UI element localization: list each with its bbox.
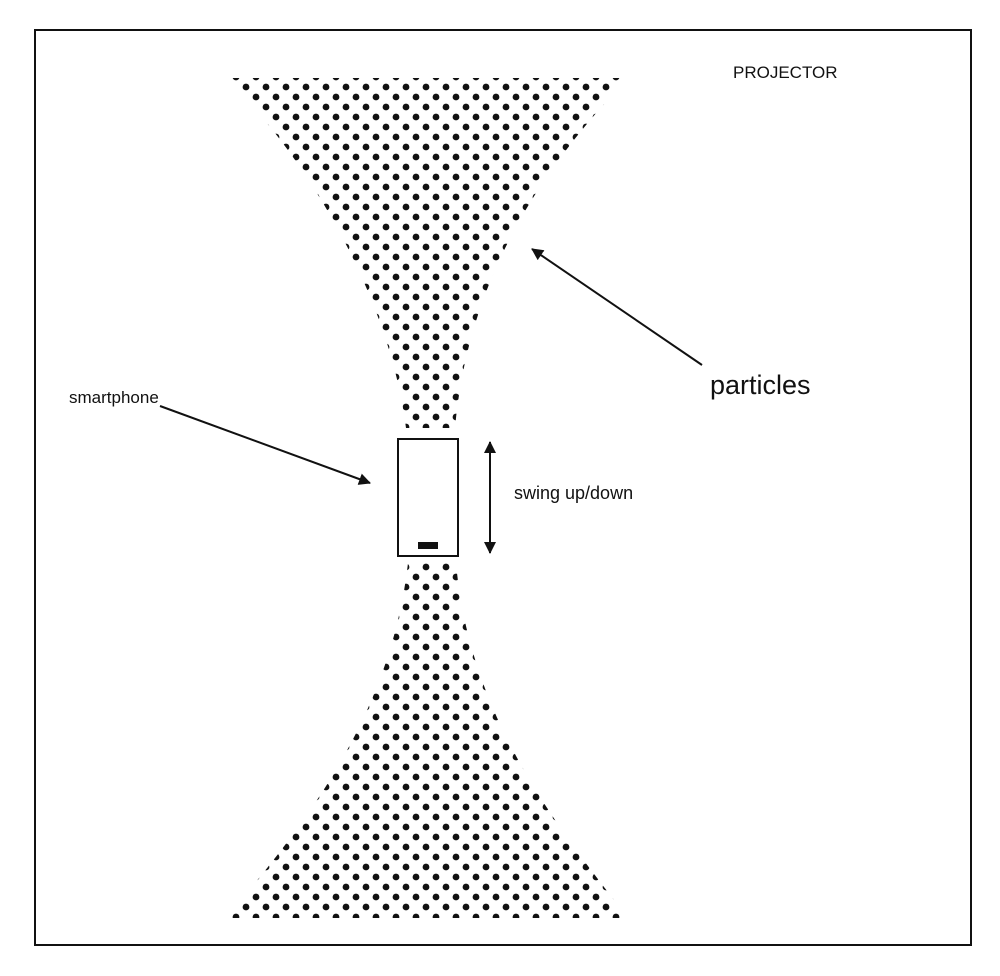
particle-beam-upper <box>226 78 628 428</box>
particles-label: particles <box>710 370 811 400</box>
diagram-frame <box>34 29 972 946</box>
smartphone <box>397 438 459 557</box>
swing-label: swing up/down <box>514 483 633 503</box>
particles-arrow <box>531 248 703 366</box>
projector-label: PROJECTOR <box>733 63 838 82</box>
smartphone-label: smartphone <box>69 388 159 407</box>
smartphone-arrow <box>159 405 371 485</box>
smartphone-home-button <box>418 542 438 549</box>
smartphone-body <box>397 438 459 557</box>
particle-beam-lower <box>226 563 628 918</box>
